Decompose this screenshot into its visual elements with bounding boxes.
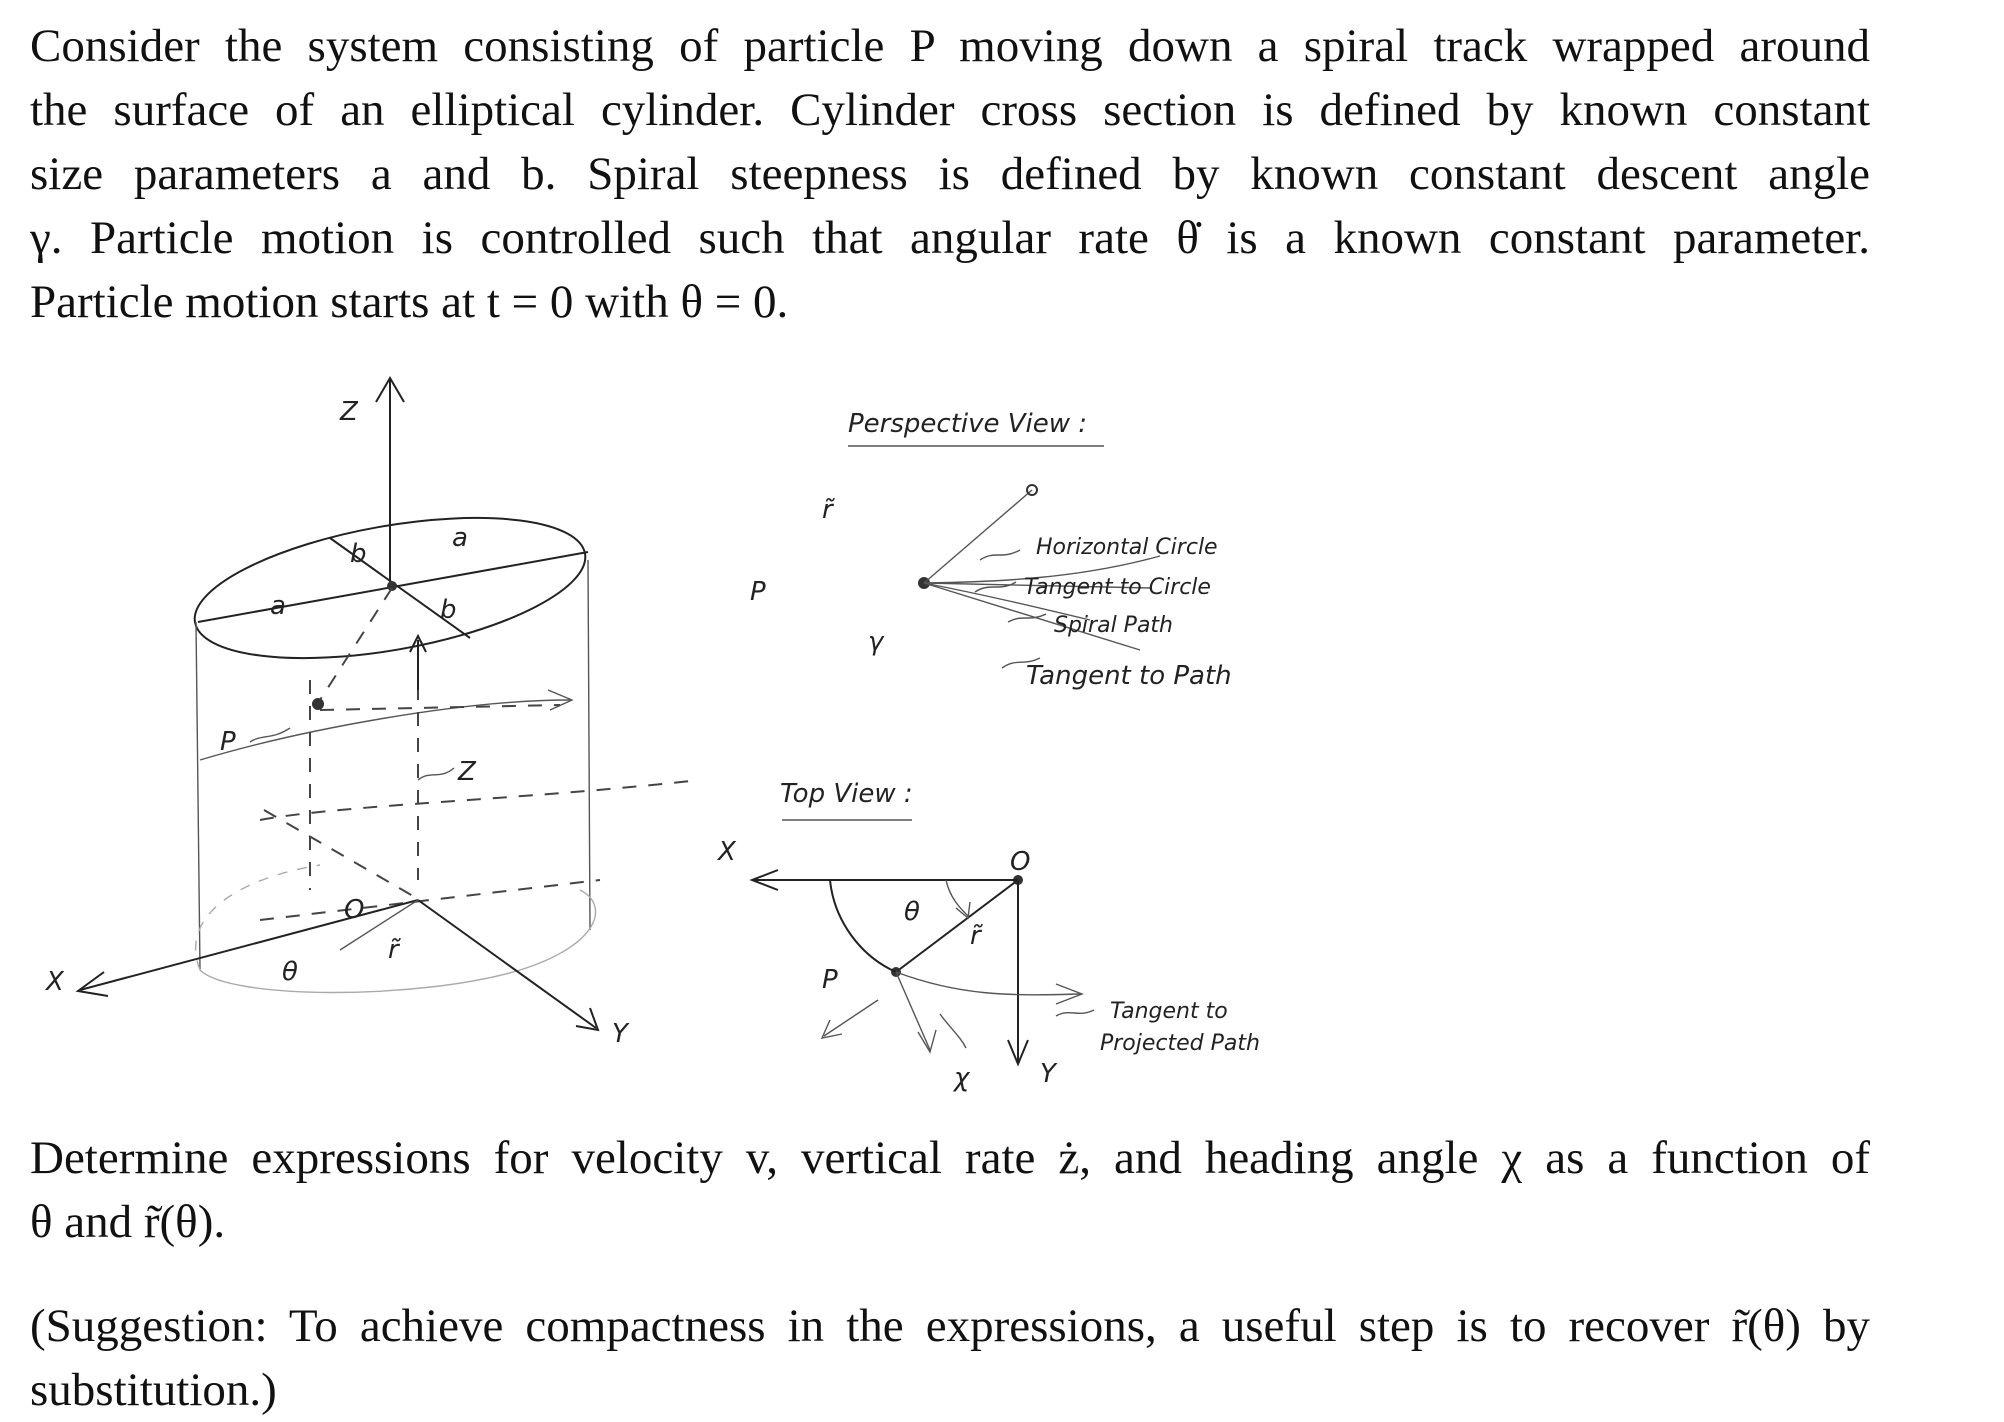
question-line-2: θ and r̃(θ). <box>30 1196 226 1248</box>
spiral-arrowhead <box>547 689 574 711</box>
ray-tangent-path <box>923 582 1141 651</box>
p-top-arrow <box>823 999 879 1037</box>
projected-ellipse-curve <box>829 879 897 973</box>
label-chi-top: χ <box>952 1063 971 1093</box>
theta-arc <box>945 879 969 917</box>
y-axis-label: Y <box>612 1019 630 1049</box>
intro-line-1: Consider the system consisting of partic… <box>30 20 1870 72</box>
dashed-horizontal-3 <box>259 879 601 921</box>
intro-line-4: γ. Particle motion is controlled such th… <box>30 212 1870 264</box>
chi-arc <box>939 1013 967 1049</box>
ray-spiral-path <box>923 582 1091 621</box>
label-theta-cylinder: θ <box>282 957 298 987</box>
problem-suggestion: (Suggestion: To achieve compactness in t… <box>30 1294 1870 1422</box>
tangent-label-squiggle <box>1055 1009 1095 1017</box>
suggestion-line-1: (Suggestion: To achieve compactness in t… <box>30 1300 1870 1352</box>
z-marker-pointer <box>417 767 455 781</box>
label-o-cylinder: O <box>344 895 364 925</box>
p-pointer <box>249 727 291 743</box>
dashed-horizontal-2 <box>259 779 701 821</box>
label-p-perspective: P <box>750 577 766 607</box>
theta-arc-arrowhead <box>955 901 971 920</box>
cylinder-right-side <box>587 559 591 931</box>
legend-squiggle-1 <box>979 549 1021 561</box>
label-theta-top: θ <box>904 897 920 927</box>
top-x-axis-label: X <box>716 837 737 867</box>
ray-tangent-circle <box>923 582 1151 589</box>
x-axis-arrowhead <box>75 971 109 997</box>
perspective-view: Perspective View : P r̃ γ Horizontal Cir… <box>750 409 1232 691</box>
legend-spiral-path: Spiral Path <box>1054 613 1173 638</box>
suggestion-line-2: substitution.) <box>30 1364 277 1416</box>
label-gamma: γ <box>868 627 885 657</box>
x-axis-label: X <box>44 967 65 997</box>
top-rtilde-line <box>895 879 1019 973</box>
intro-line-3: size parameters a and b. Spiral steepnes… <box>30 148 1870 200</box>
top-x-axis-arrowhead <box>749 869 779 891</box>
top-normal-line <box>895 971 931 1051</box>
legend-squiggle-4 <box>1001 657 1041 669</box>
cylinder-bottom-ellipse <box>199 889 597 994</box>
problem-figure: Z b a a b P Z <box>44 376 1260 1093</box>
cylinder-figure: Z b a a b P Z <box>44 376 701 1049</box>
tangent-label-line2: Projected Path <box>1100 1031 1260 1056</box>
spiral-path-upper <box>199 699 571 761</box>
legend-horizontal-circle: Horizontal Circle <box>1036 535 1218 560</box>
center-up-arrowhead <box>409 633 427 653</box>
top-center-dot <box>387 581 397 591</box>
y-axis-line <box>417 899 597 1029</box>
perspective-origin-dot <box>1026 484 1038 496</box>
top-minor-axis <box>329 537 471 639</box>
label-rtilde-perspective: r̃ <box>822 495 835 525</box>
y-axis-arrowhead <box>575 1007 600 1032</box>
perspective-rtilde-line <box>923 489 1033 584</box>
cylinder-top-ellipse <box>193 516 587 660</box>
z-axis-label: Z <box>339 397 359 427</box>
legend-squiggle-3 <box>1007 613 1047 623</box>
label-rtilde-top: r̃ <box>970 921 983 951</box>
legend-squiggle-2 <box>974 581 1017 593</box>
dashed-diagonal <box>263 809 421 901</box>
intro-line-2: the surface of an elliptical cylinder. C… <box>30 84 1870 136</box>
label-z-marker: Z <box>457 757 477 787</box>
tangent-projected-arrowhead <box>1055 983 1084 1005</box>
label-o-top: O <box>1010 847 1030 877</box>
label-a-left: a <box>270 591 286 621</box>
dashed-radius <box>319 587 393 701</box>
p-top-arrowhead <box>820 1019 843 1039</box>
problem-intro: Consider the system consisting of partic… <box>30 14 1870 334</box>
x-axis-line <box>79 899 419 991</box>
particle-p-cylinder <box>312 698 324 710</box>
problem-question: Determine expressions for velocity v, ve… <box>30 1126 1870 1254</box>
intro-line-5: Particle motion starts at t = 0 with θ =… <box>30 276 789 328</box>
legend-tangent-circle: Tangent to Circle <box>1024 575 1211 600</box>
tangent-projected-path <box>895 971 1081 996</box>
ray-horizontal-circle <box>923 555 1161 584</box>
tangent-label-line1: Tangent to <box>1110 999 1228 1024</box>
z-axis-arrowhead <box>375 376 405 403</box>
label-p-top: P <box>822 965 838 995</box>
top-view: Top View : O X Y r̃ θ P χ <box>716 779 1260 1093</box>
label-rtilde-cylinder: r̃ <box>388 935 401 965</box>
top-y-axis-arrowhead <box>1007 1039 1029 1067</box>
legend-tangent-path: Tangent to Path <box>1026 661 1232 691</box>
base-radius-line <box>339 899 419 951</box>
top-y-axis-label: Y <box>1040 1059 1058 1089</box>
label-b-right: b <box>440 595 457 625</box>
perspective-heading: Perspective View : <box>848 409 1087 439</box>
top-normal-arrowhead <box>917 1029 937 1054</box>
label-p-cylinder: P <box>220 727 236 757</box>
cylinder-left-side <box>195 621 201 971</box>
question-line-1: Determine expressions for velocity v, ve… <box>30 1132 1870 1184</box>
top-view-heading: Top View : <box>780 779 913 809</box>
label-b-top: b <box>350 539 367 569</box>
label-a-top: a <box>452 523 468 553</box>
